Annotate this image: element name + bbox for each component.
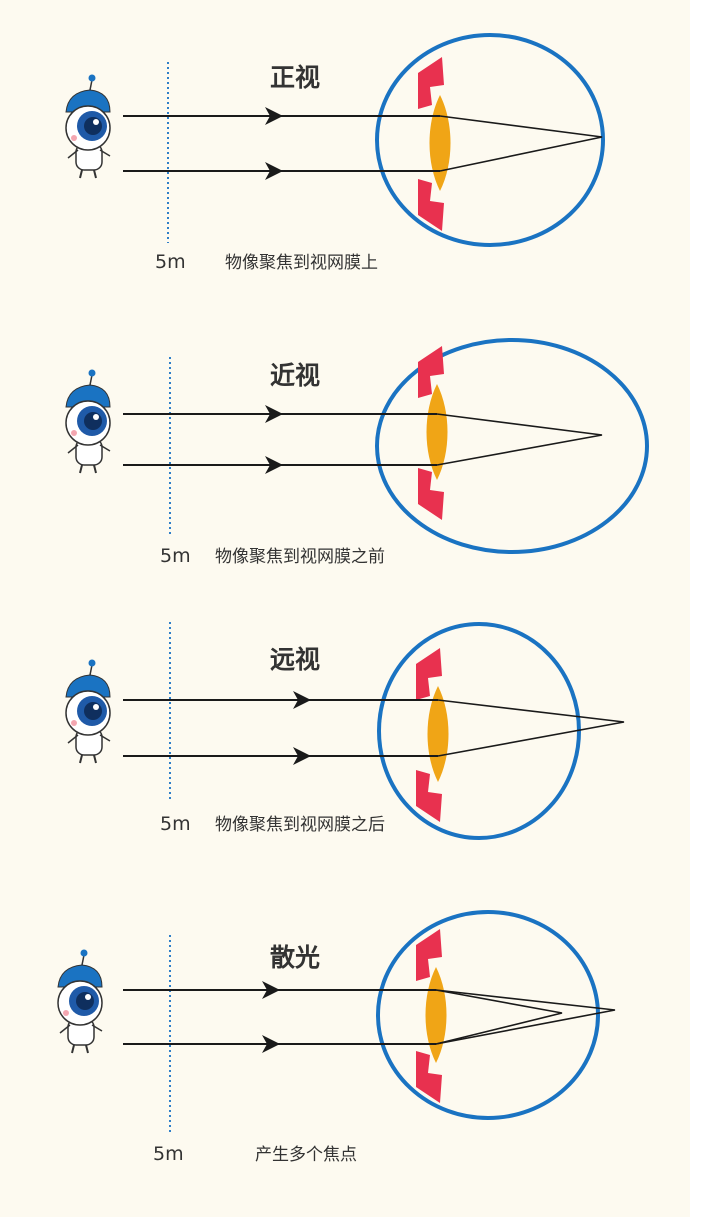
- panel-1: 正视 5m 物像聚焦到视网膜上: [65, 33, 605, 273]
- panel-title: 远视: [270, 645, 320, 674]
- distance-label: 5m: [160, 813, 191, 835]
- iris-bottom: [418, 468, 444, 520]
- eye-mascot-icon: [57, 948, 103, 1054]
- ray-arrow: [262, 1035, 280, 1053]
- iris-bottom: [416, 1051, 442, 1103]
- eyeball-outline: [375, 338, 649, 554]
- ray-arrow: [262, 981, 280, 999]
- eye-mascot-icon: [65, 73, 111, 179]
- panel-caption: 产生多个焦点: [255, 1145, 357, 1165]
- lens-shape: [429, 95, 451, 191]
- distance-label: 5m: [160, 545, 191, 567]
- distance-label: 5m: [153, 1143, 184, 1165]
- ray-arrow: [293, 747, 311, 765]
- refracted-rays-1: [435, 989, 563, 1045]
- panel-3: 远视 5m 物像聚焦到视网膜之后: [65, 622, 625, 840]
- ray-arrow: [265, 162, 283, 180]
- panel-title: 近视: [270, 361, 320, 390]
- ray-arrow: [265, 107, 283, 125]
- panel-title: 散光: [270, 943, 320, 972]
- eyeball-outline: [377, 622, 581, 840]
- panel-2: 近视 5m 物像聚焦到视网膜之前: [65, 338, 649, 567]
- ray-arrow: [265, 405, 283, 423]
- iris-top: [418, 346, 444, 398]
- diagram-canvas: 正视 5m 物像聚焦到视网膜上近视 5m 物像聚焦到视网膜之前远视 5m 物像聚焦到视网膜之…: [0, 0, 690, 1217]
- iris-bottom: [416, 770, 442, 822]
- panel-title: 正视: [270, 63, 320, 92]
- panel-4: 散光 5m 产生多个焦点: [57, 910, 616, 1165]
- eye-mascot-icon: [65, 658, 111, 764]
- distance-label: 5m: [155, 251, 186, 273]
- iris-top: [416, 648, 442, 700]
- panel-caption: 物像聚焦到视网膜上: [225, 253, 378, 273]
- refracted-rays-1: [436, 413, 603, 466]
- lens-shape: [425, 967, 447, 1063]
- refracted-rays-2: [435, 989, 616, 1045]
- eyeball-outline: [376, 910, 600, 1120]
- eye-mascot-icon: [65, 368, 111, 474]
- iris-top: [418, 57, 444, 109]
- ray-arrow: [293, 691, 311, 709]
- panel-caption: 物像聚焦到视网膜之后: [215, 815, 385, 835]
- ray-arrow: [265, 456, 283, 474]
- eyeball-outline: [375, 33, 605, 247]
- refracted-rays-1: [437, 699, 625, 757]
- iris-top: [416, 929, 442, 981]
- refracted-rays-1: [439, 115, 603, 172]
- iris-bottom: [418, 179, 444, 231]
- panel-caption: 物像聚焦到视网膜之前: [215, 547, 385, 567]
